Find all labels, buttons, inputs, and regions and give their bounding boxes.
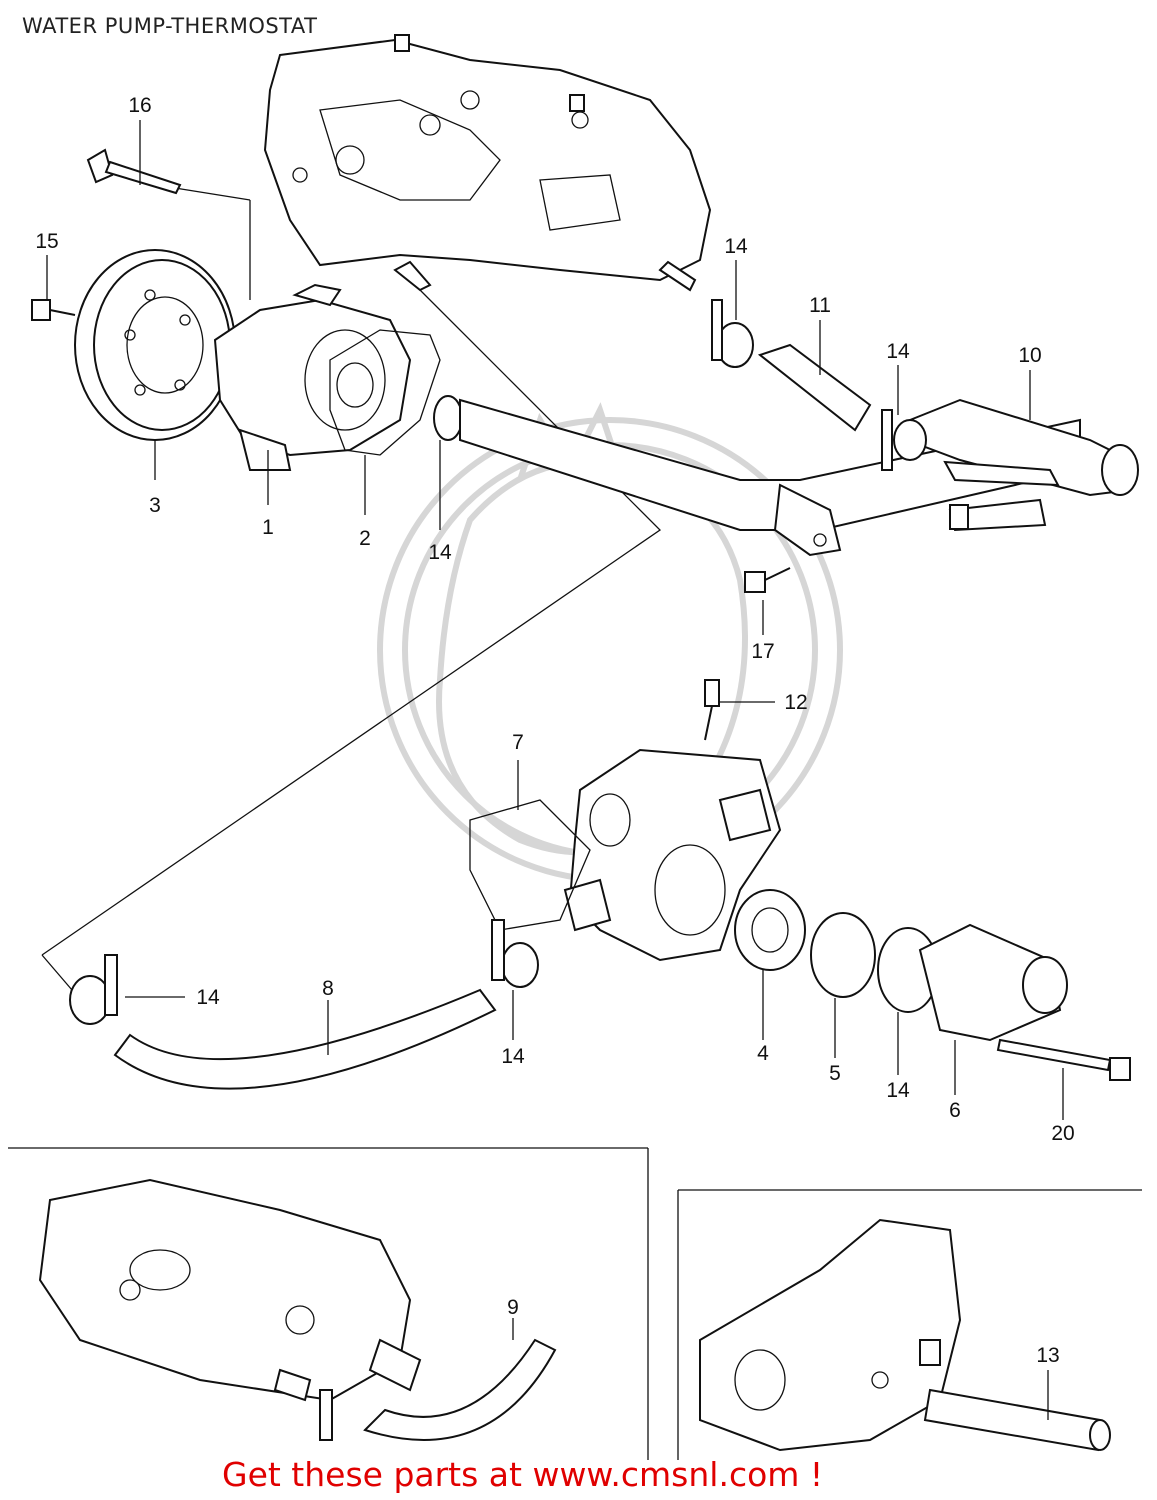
callout-19: 16 bbox=[128, 94, 151, 117]
sensor-12 bbox=[704, 679, 720, 741]
promo-banner[interactable]: Get these parts at www.cmsnl.com ! bbox=[222, 1455, 824, 1494]
callout-3: 3 bbox=[149, 494, 161, 517]
thermostat-housing bbox=[563, 748, 782, 962]
water-pump bbox=[213, 283, 412, 471]
hose-clamp-top-1 bbox=[711, 299, 754, 368]
hose-clamp-top-2 bbox=[881, 409, 927, 471]
hose-9 bbox=[363, 1338, 557, 1441]
bolt-15 bbox=[744, 567, 791, 593]
seal-5 bbox=[810, 912, 876, 998]
engine-head-top bbox=[263, 34, 712, 292]
callout-17: 14 bbox=[428, 541, 452, 564]
reference-lines bbox=[8, 187, 1142, 1460]
callout-14-top-2: 14 bbox=[886, 340, 910, 363]
leader-lines bbox=[46, 120, 1064, 1420]
pump-gasket bbox=[329, 329, 441, 456]
bolt-18 bbox=[31, 299, 76, 321]
o-ring-17 bbox=[433, 395, 463, 441]
callout-8: 8 bbox=[322, 977, 334, 1000]
callout-2: 2 bbox=[359, 527, 371, 550]
callout-5: 5 bbox=[829, 1062, 841, 1085]
callout-11: 11 bbox=[809, 294, 831, 317]
hose-clamp-lower-2 bbox=[491, 919, 539, 988]
callout-14-top-1: 14 bbox=[724, 235, 748, 258]
callout-9: 9 bbox=[507, 1296, 519, 1319]
thermostat bbox=[734, 889, 806, 971]
thermostat-cover bbox=[918, 923, 1068, 1042]
hose-8 bbox=[113, 988, 497, 1090]
callout-1: 1 bbox=[262, 516, 274, 539]
callout-6: 6 bbox=[949, 1099, 961, 1122]
page-title: WATER PUMP-THERMOSTAT bbox=[22, 14, 318, 38]
hose-11 bbox=[757, 343, 872, 432]
pipe-10 bbox=[908, 398, 1139, 532]
callout-numbers: 16 15 3 1 2 14 14 11 14 10 17 12 7 14 8 … bbox=[35, 94, 1074, 1367]
bolt-20 bbox=[996, 1038, 1131, 1081]
callout-7: 7 bbox=[512, 731, 524, 754]
callout-18: 15 bbox=[35, 230, 58, 253]
inset-right-engine bbox=[699, 1218, 962, 1452]
callout-15: 17 bbox=[751, 640, 774, 663]
callout-14-lower-1: 14 bbox=[196, 986, 220, 1009]
bolt-19 bbox=[86, 148, 182, 195]
hose-clamp-lower-1 bbox=[69, 954, 118, 1025]
callout-4: 4 bbox=[757, 1042, 769, 1065]
callout-14-lower-2: 14 bbox=[501, 1045, 525, 1068]
pulley bbox=[74, 249, 236, 441]
callout-16: 14 bbox=[886, 1079, 910, 1102]
callout-20: 20 bbox=[1051, 1122, 1074, 1145]
pipe-13 bbox=[923, 1388, 1111, 1452]
housing-gasket bbox=[469, 799, 591, 931]
callout-12: 12 bbox=[784, 691, 807, 714]
inset-left-engine bbox=[38, 1178, 422, 1441]
callout-13: 13 bbox=[1036, 1344, 1059, 1367]
callout-10: 10 bbox=[1018, 344, 1041, 367]
